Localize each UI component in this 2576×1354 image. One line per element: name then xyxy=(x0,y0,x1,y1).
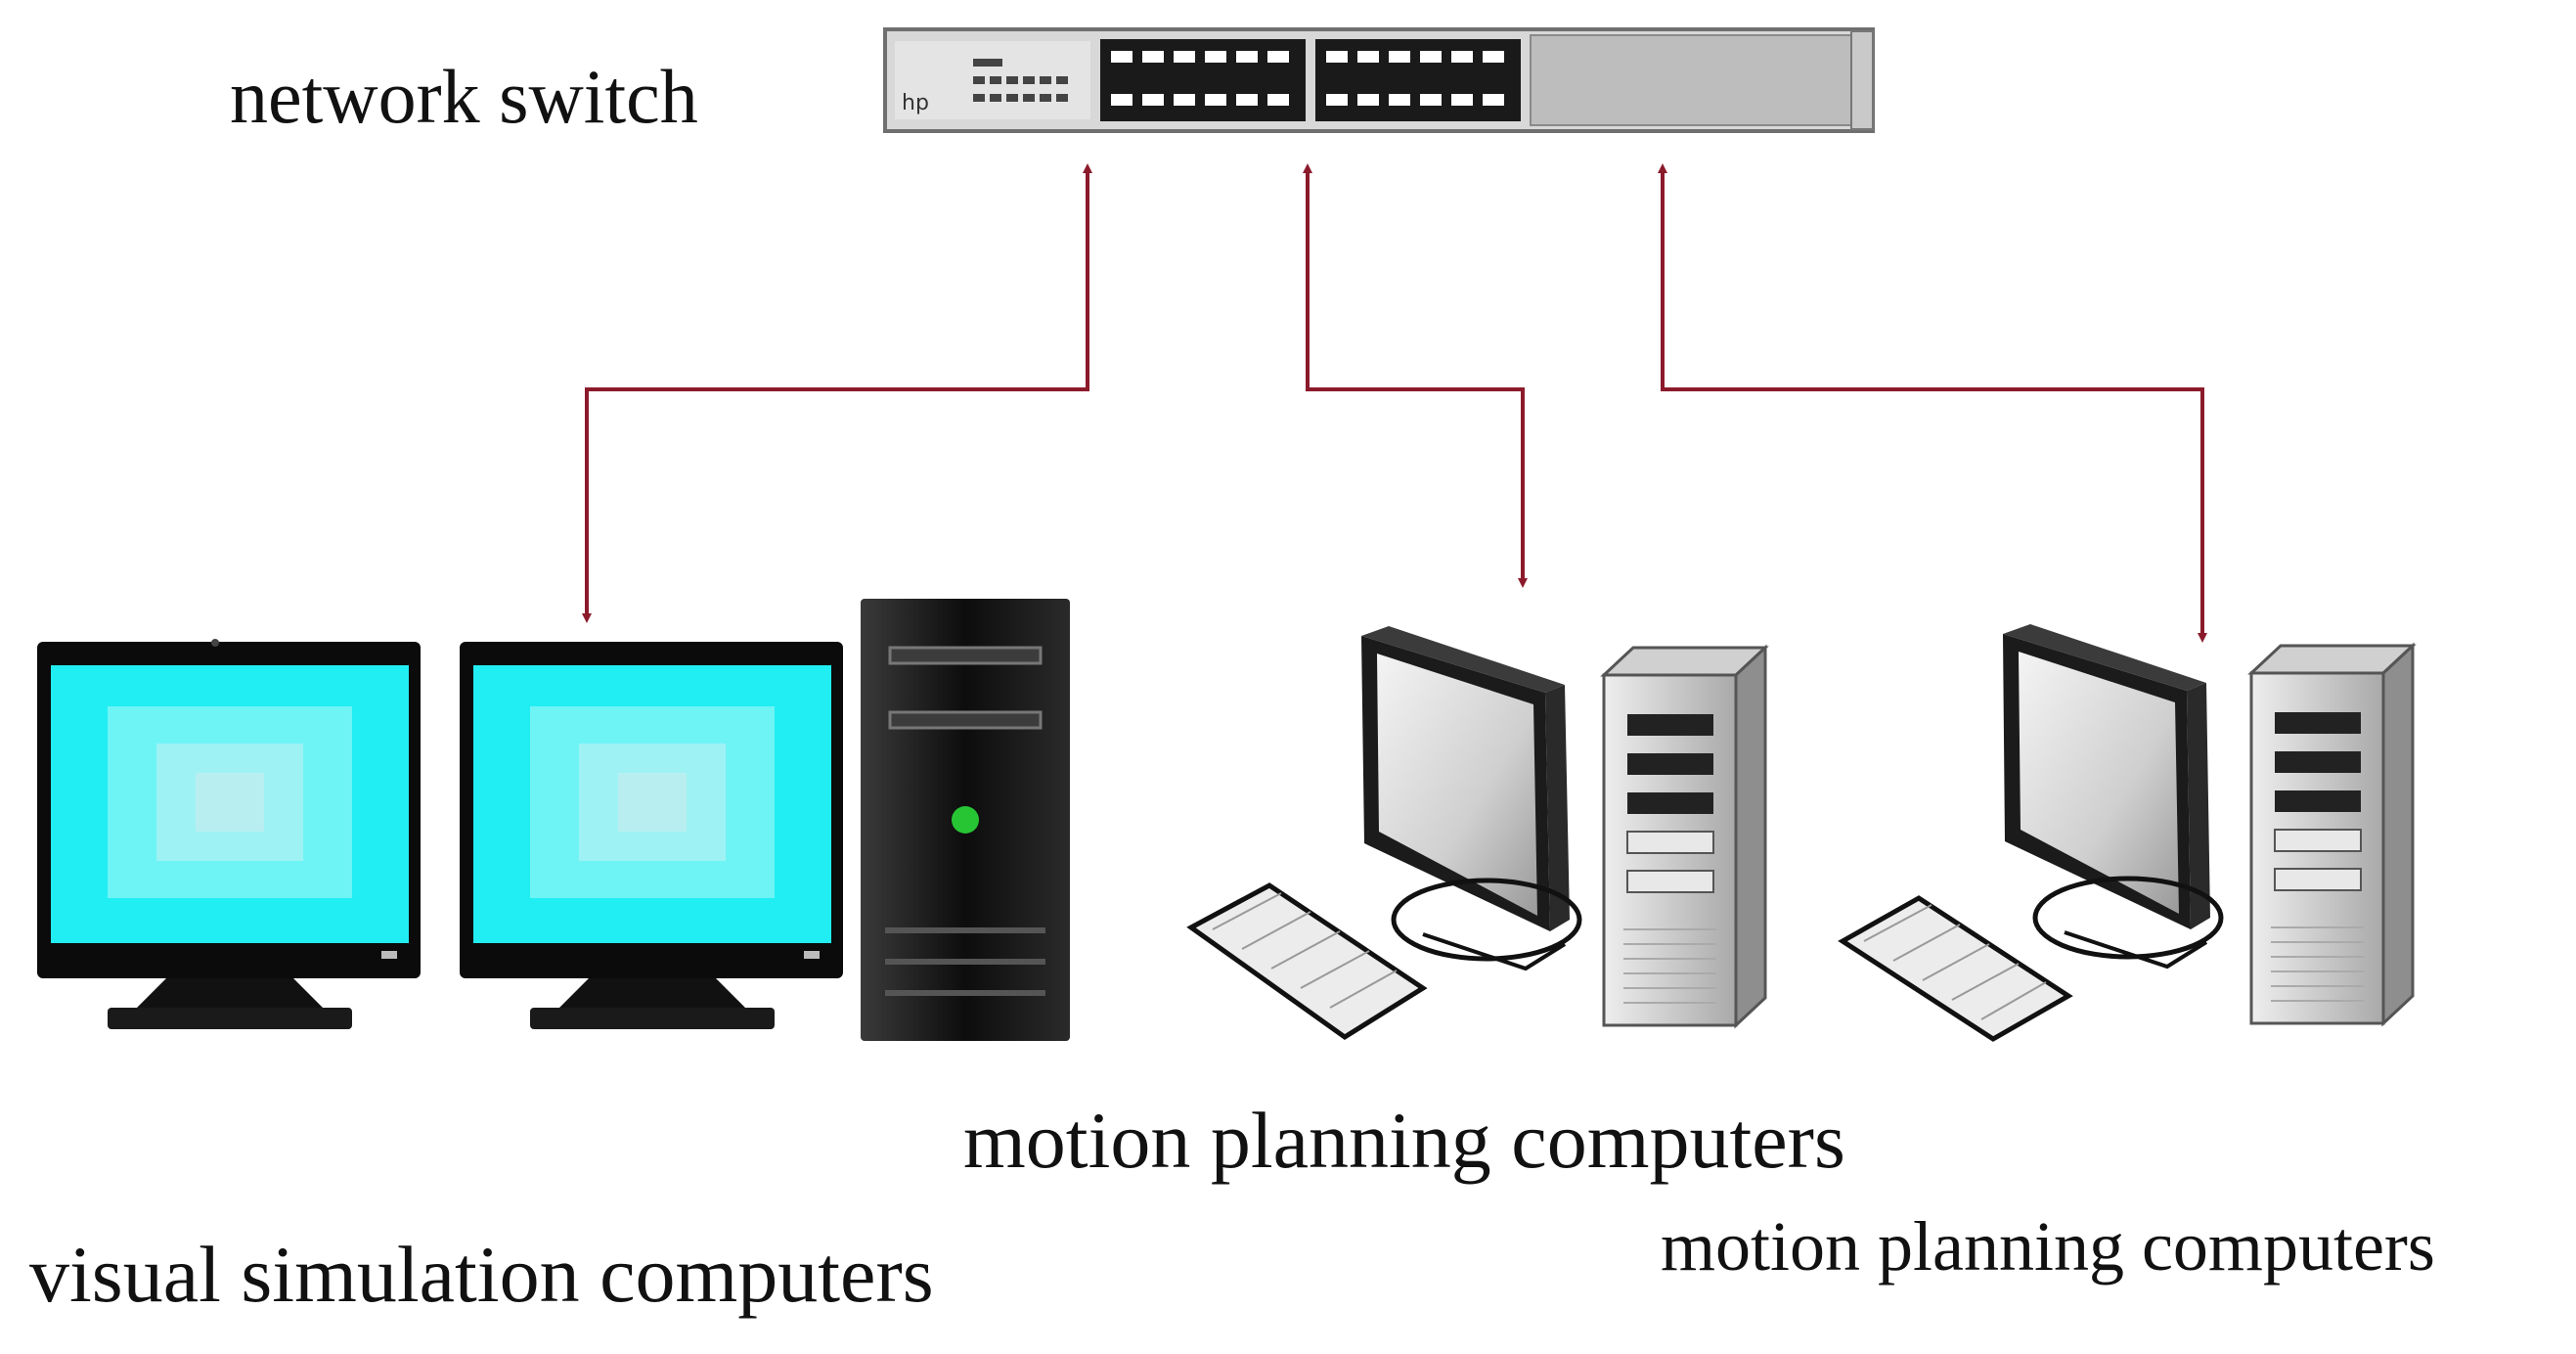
keyboard-icon xyxy=(1838,895,2073,1042)
server-tower-icon xyxy=(1600,644,1769,1029)
keyboard-icon xyxy=(1186,882,1428,1041)
workstation-icon xyxy=(1361,626,1582,971)
connection-visual xyxy=(582,163,1092,623)
connection-motion-2 xyxy=(1658,163,2207,643)
motion-planning-label-1: motion planning computers xyxy=(963,1096,1845,1185)
network-switch-label: network switch xyxy=(230,54,698,139)
network-switch-icon: hp xyxy=(883,27,1875,133)
monitor-icon xyxy=(37,639,421,1029)
server-tower-icon xyxy=(2247,642,2417,1027)
workstation-icon xyxy=(2003,624,2224,970)
connection-lines xyxy=(582,163,2207,643)
connection-motion-1 xyxy=(1303,163,1528,588)
visual-simulation-label: visual simulation computers xyxy=(29,1230,934,1319)
motion-planning-label-2: motion planning computers xyxy=(1661,1207,2435,1286)
tower-pc-icon xyxy=(861,599,1070,1041)
svg-text:hp: hp xyxy=(902,91,929,115)
monitor-icon xyxy=(460,642,843,1029)
